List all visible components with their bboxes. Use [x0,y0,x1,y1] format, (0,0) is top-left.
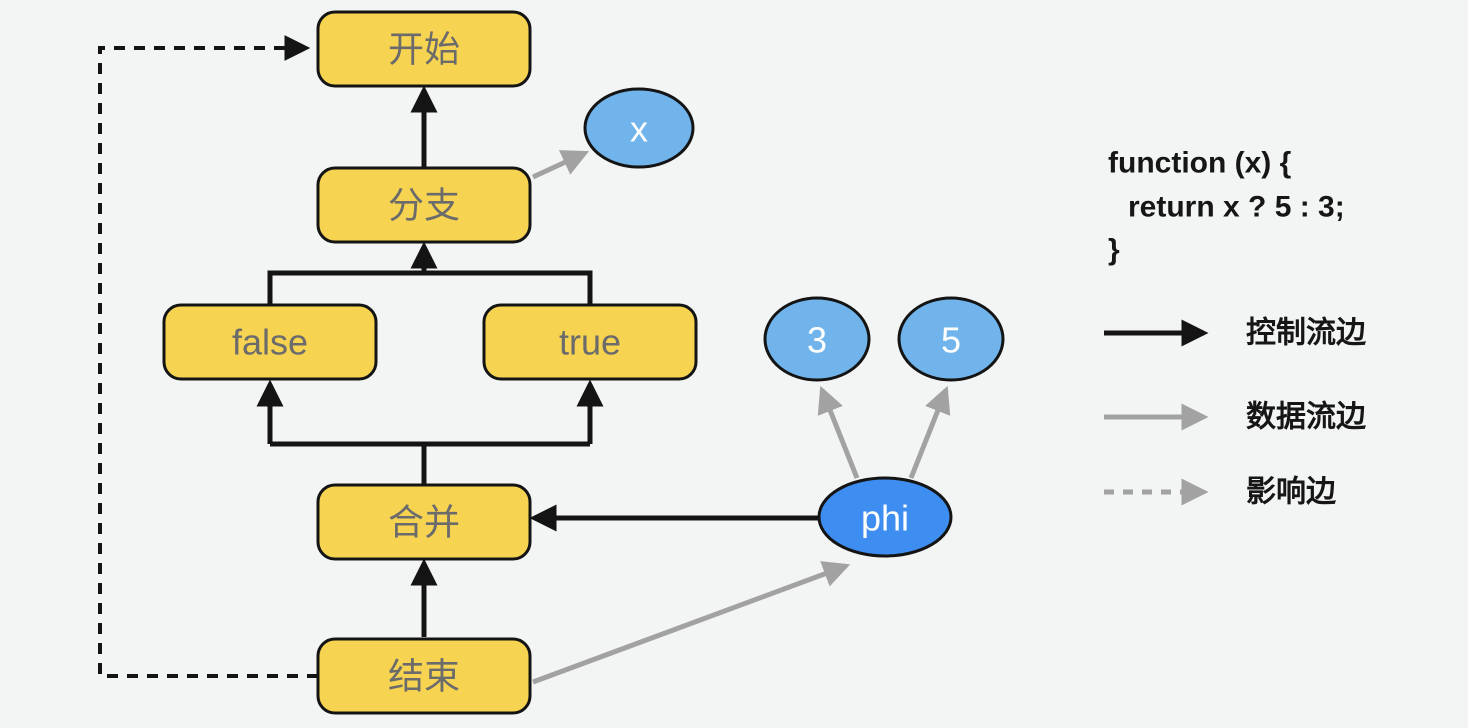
node-false-label: false [232,322,308,363]
node-const-5-label: 5 [941,320,961,361]
data-edge-branch-to-x [531,150,590,180]
control-edge-bracket-top [267,270,593,305]
data-edge-end-to-phi [532,561,851,685]
node-start-label: 开始 [388,29,460,70]
node-true: true [482,303,698,381]
legend-data-label: 数据流边 [1246,401,1367,434]
code-snippet: function (x) { return x ? 5 : 3; } [1108,147,1345,267]
node-phi-label: phi [861,498,909,539]
legend-item-data-flow: 数据流边 [1104,401,1367,434]
legend-item-effect: 影响边 [1104,476,1337,509]
code-line-3: } [1108,234,1120,267]
legend-effect-label: 影响边 [1246,476,1337,509]
effect-edge-end-to-start [98,35,318,678]
legend-control-label: 控制流边 [1246,317,1367,350]
node-branch: 分支 [316,166,532,244]
data-edge-phi-to-3 [817,385,860,479]
node-merge-label: 合并 [388,502,460,543]
node-branch-label: 分支 [388,185,460,226]
node-const-5: 5 [897,296,1005,382]
node-merge: 合并 [316,483,532,561]
node-end-label: 结束 [388,656,460,697]
node-start: 开始 [316,10,532,88]
code-line-1: function (x) { [1108,147,1292,180]
node-param-x-label: x [630,109,648,150]
node-phi: phi [817,476,953,558]
legend-item-control-flow: 控制流边 [1104,317,1367,350]
node-end: 结束 [316,637,532,715]
data-edge-phi-to-5 [908,385,951,479]
code-line-2: return x ? 5 : 3; [1128,191,1345,224]
node-true-label: true [559,322,621,363]
control-edge-bracket-bottom [270,441,590,485]
node-param-x: x [583,87,695,169]
node-false: false [162,303,378,381]
node-const-3: 3 [763,296,871,382]
node-const-3-label: 3 [807,320,827,361]
legend: 控制流边 数据流边 影响边 [1104,317,1367,509]
